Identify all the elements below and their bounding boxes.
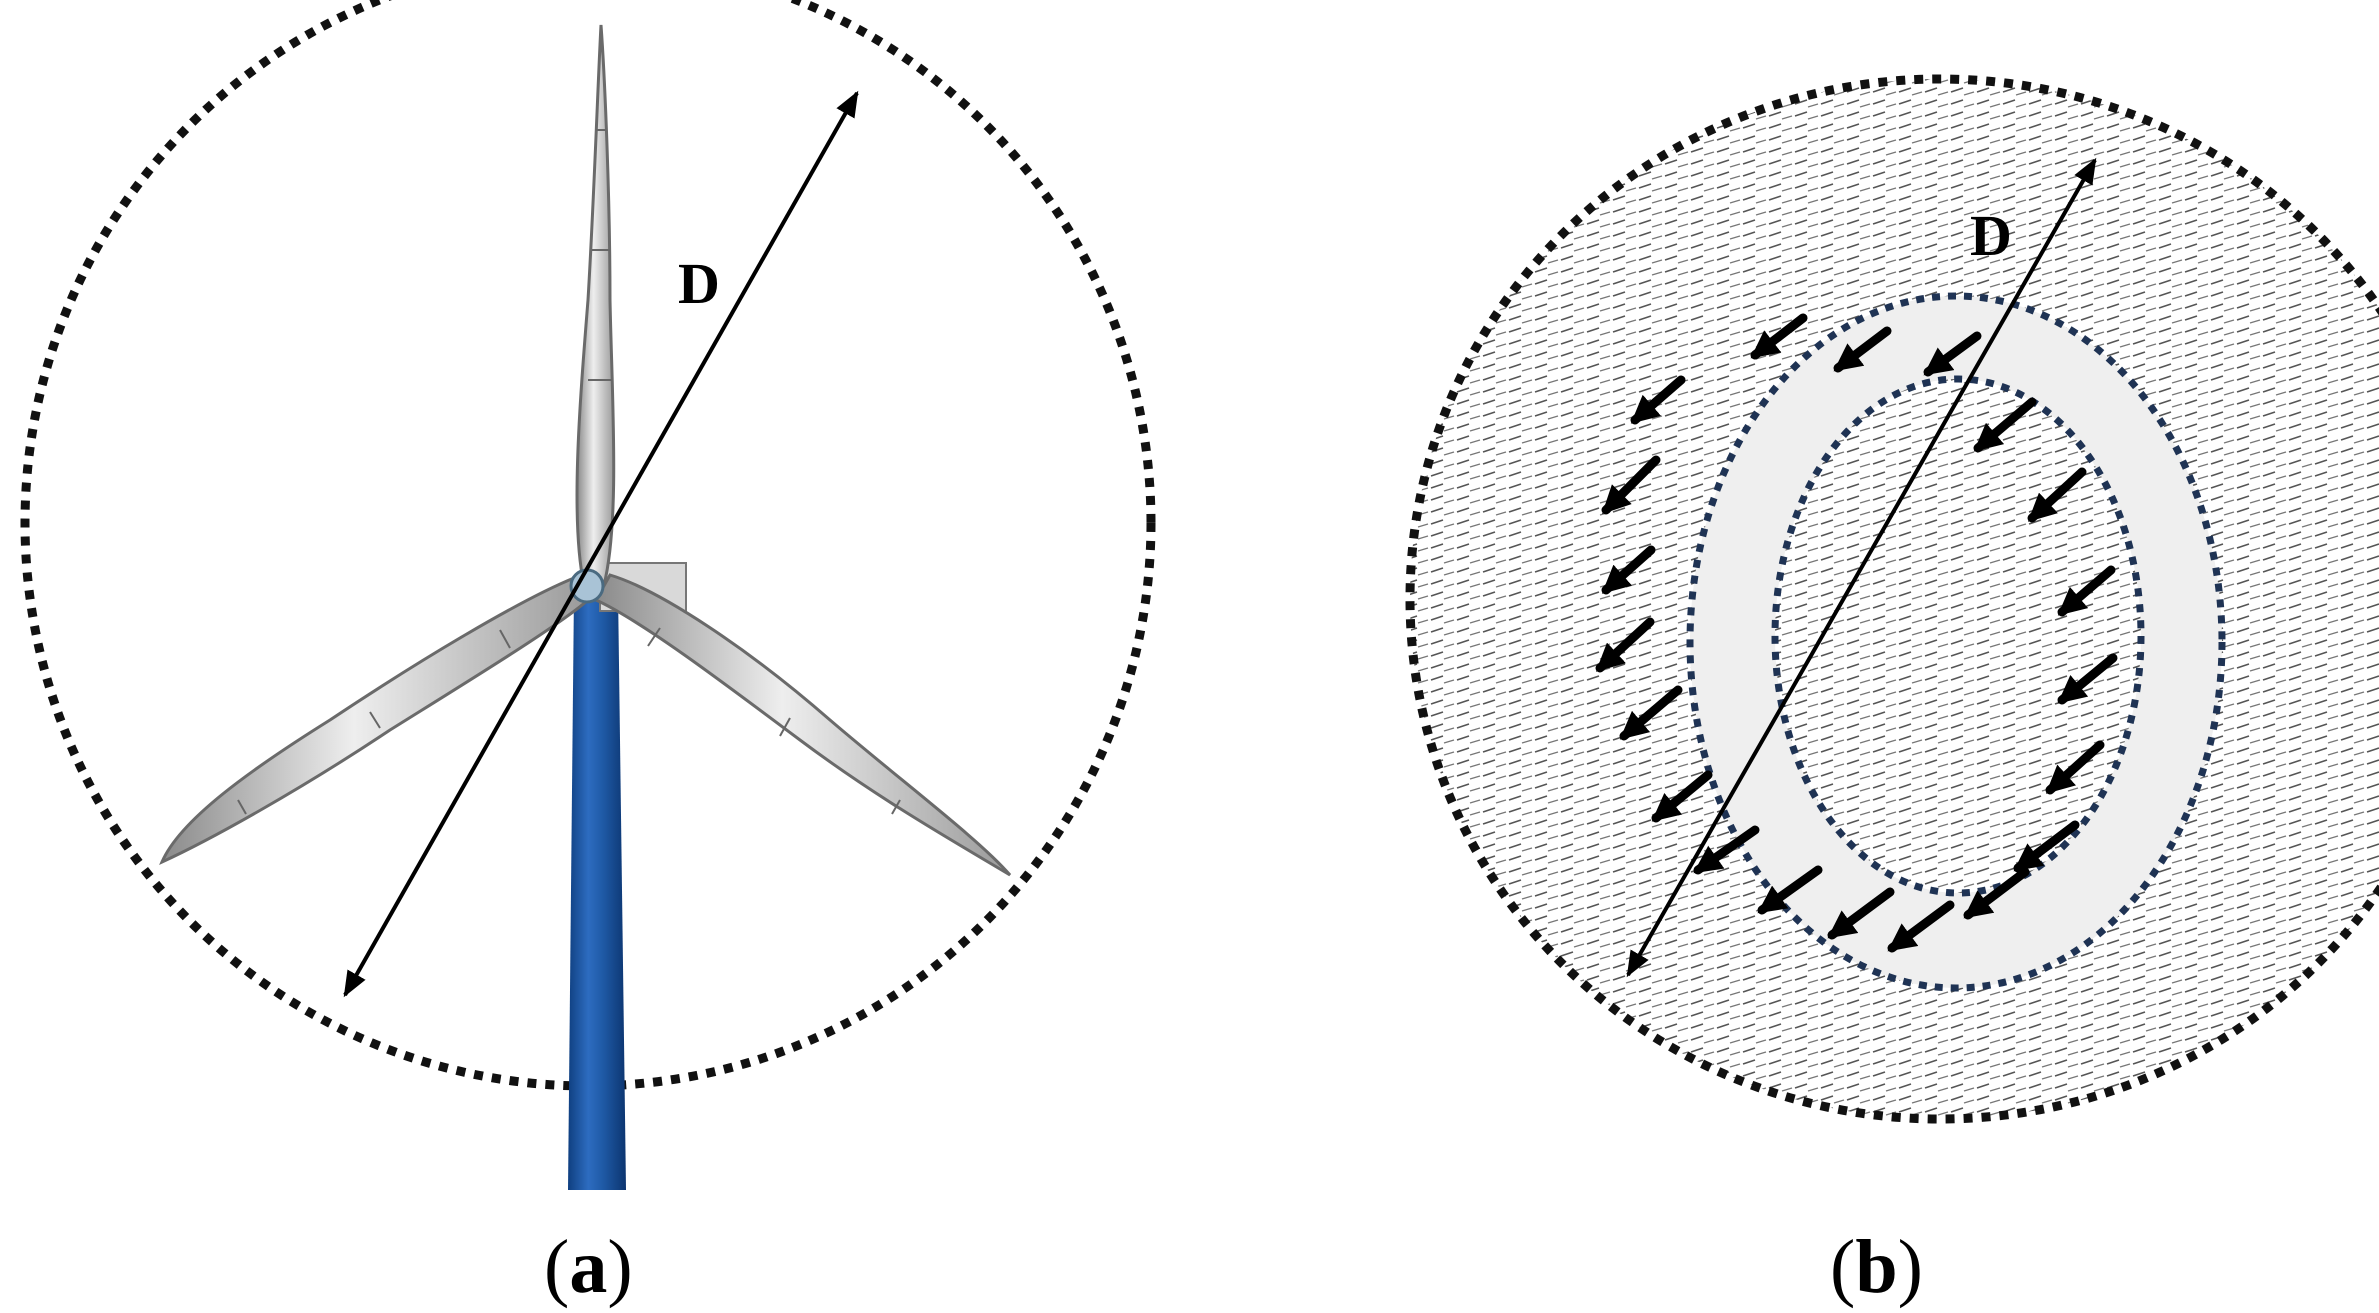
- blade-left: [159, 576, 590, 865]
- diameter-arrow-b: [1626, 157, 2097, 978]
- blade-top: [575, 24, 616, 587]
- caption-b: (b): [1830, 1225, 1923, 1309]
- blade-right: [593, 573, 1012, 877]
- diameter-arrow-a: [343, 90, 859, 998]
- outer-disk-border: [1405, 74, 2379, 1124]
- caption-a: (a): [544, 1225, 633, 1309]
- diameter-label-b: D: [1970, 203, 2012, 268]
- tower: [568, 590, 626, 1190]
- diameter-label-a: D: [678, 251, 720, 316]
- panel-a: D (a): [20, 0, 1156, 1309]
- panel-b: D (b): [1405, 74, 2379, 1309]
